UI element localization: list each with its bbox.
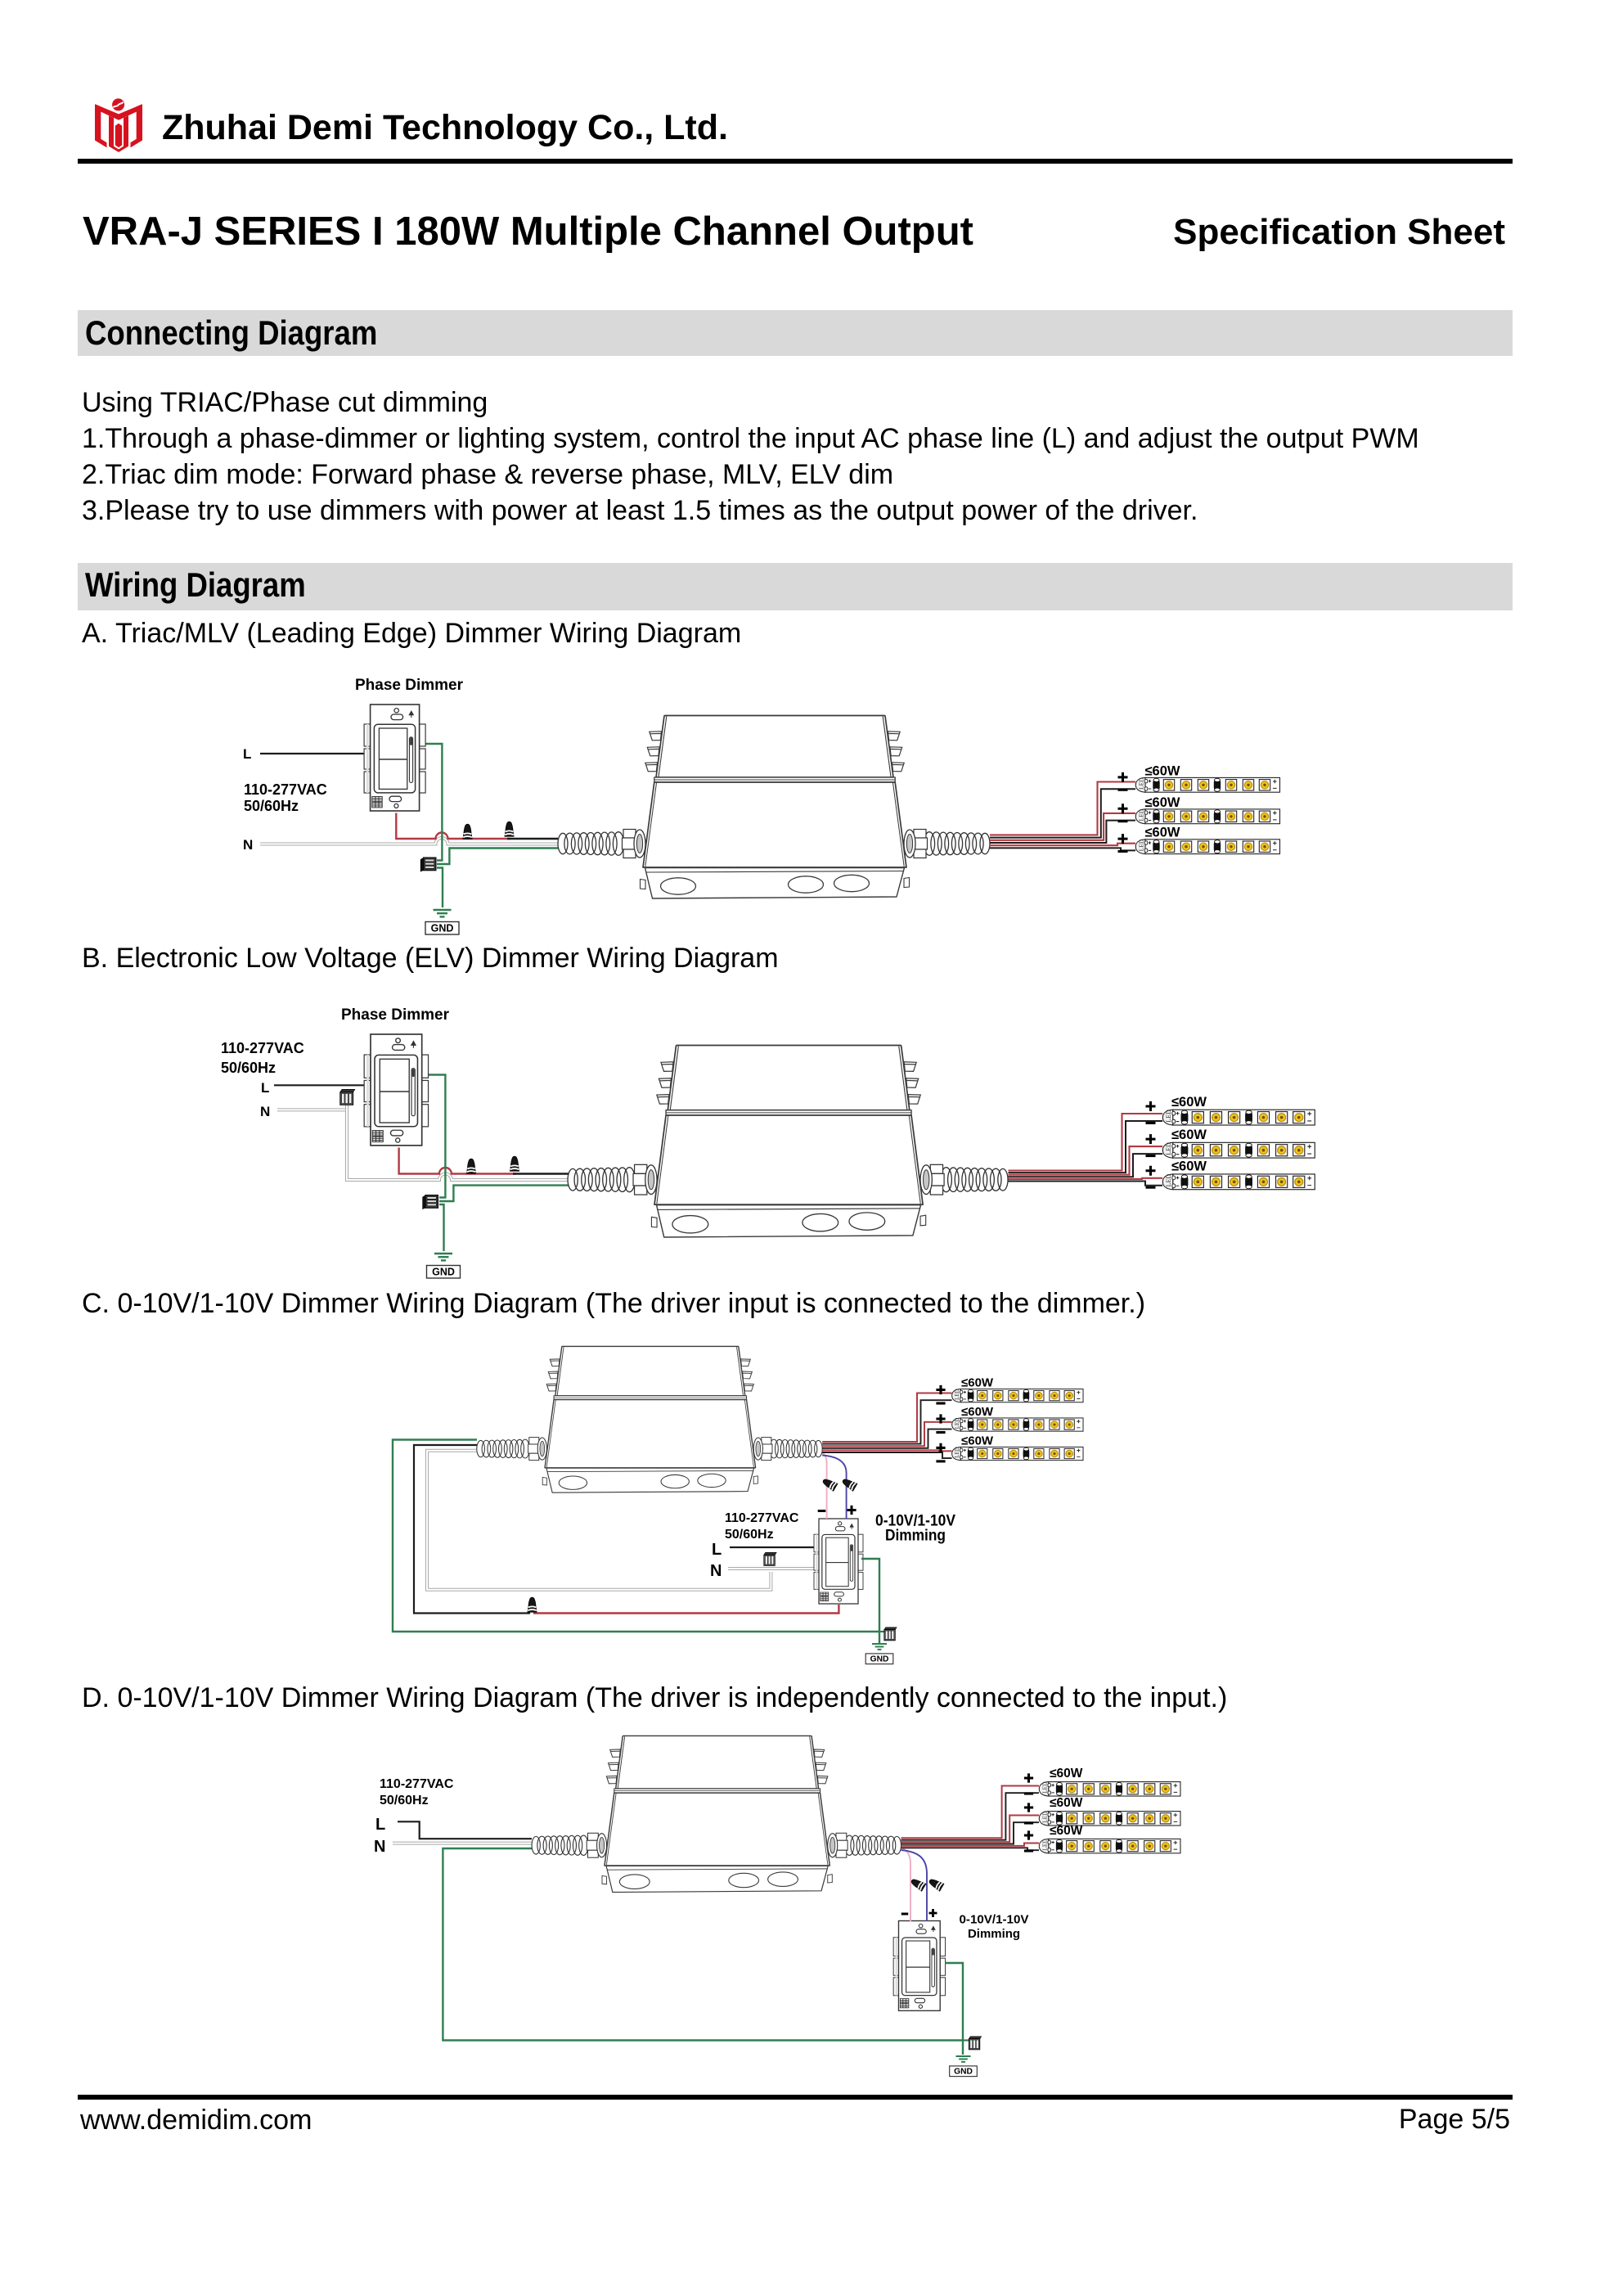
svg-text:≤60W: ≤60W bbox=[1171, 1095, 1207, 1110]
svg-text:≤60W: ≤60W bbox=[1145, 795, 1180, 810]
svg-text:L: L bbox=[712, 1541, 722, 1559]
svg-text:Phase Dimmer: Phase Dimmer bbox=[341, 1006, 450, 1024]
svg-text:≤60W: ≤60W bbox=[961, 1434, 994, 1448]
svg-text:GND: GND bbox=[431, 923, 454, 934]
svg-text:Phase Dimmer: Phase Dimmer bbox=[355, 677, 464, 694]
svg-text:≤60W: ≤60W bbox=[1171, 1159, 1207, 1174]
svg-text:GND: GND bbox=[954, 2068, 973, 2077]
svg-text:L: L bbox=[243, 746, 251, 762]
svg-text:110-277VAC: 110-277VAC bbox=[725, 1511, 799, 1525]
svg-text:≤60W: ≤60W bbox=[1050, 1824, 1083, 1838]
svg-text:0-10V/1-10V: 0-10V/1-10V bbox=[960, 1914, 1029, 1927]
svg-text:GND: GND bbox=[432, 1267, 455, 1278]
svg-text:L: L bbox=[261, 1080, 269, 1096]
svg-text:≤60W: ≤60W bbox=[1050, 1767, 1083, 1781]
svg-text:0-10V/1-10V: 0-10V/1-10V bbox=[875, 1513, 955, 1530]
svg-text:≤60W: ≤60W bbox=[1171, 1128, 1207, 1142]
svg-text:Dimming: Dimming bbox=[968, 1928, 1020, 1941]
svg-text:GND: GND bbox=[870, 1655, 889, 1664]
svg-text:Dimming: Dimming bbox=[885, 1528, 946, 1545]
svg-text:≤60W: ≤60W bbox=[961, 1405, 994, 1419]
svg-text:≤60W: ≤60W bbox=[1145, 826, 1180, 840]
svg-text:≤60W: ≤60W bbox=[1145, 764, 1180, 779]
svg-text:110-277VAC: 110-277VAC bbox=[380, 1777, 454, 1791]
svg-text:N: N bbox=[243, 837, 253, 853]
svg-text:50/60Hz: 50/60Hz bbox=[725, 1528, 774, 1542]
svg-text:N: N bbox=[260, 1104, 270, 1119]
svg-text:≤60W: ≤60W bbox=[961, 1376, 994, 1390]
svg-text:110-277VAC: 110-277VAC bbox=[244, 781, 327, 798]
svg-text:N: N bbox=[710, 1562, 722, 1580]
svg-text:110-277VAC: 110-277VAC bbox=[221, 1040, 304, 1056]
svg-text:50/60Hz: 50/60Hz bbox=[221, 1060, 276, 1076]
svg-text:L: L bbox=[375, 1816, 385, 1834]
svg-text:50/60Hz: 50/60Hz bbox=[380, 1794, 429, 1808]
svg-text:N: N bbox=[374, 1838, 385, 1856]
svg-text:50/60Hz: 50/60Hz bbox=[244, 798, 299, 814]
svg-text:≤60W: ≤60W bbox=[1050, 1796, 1083, 1810]
